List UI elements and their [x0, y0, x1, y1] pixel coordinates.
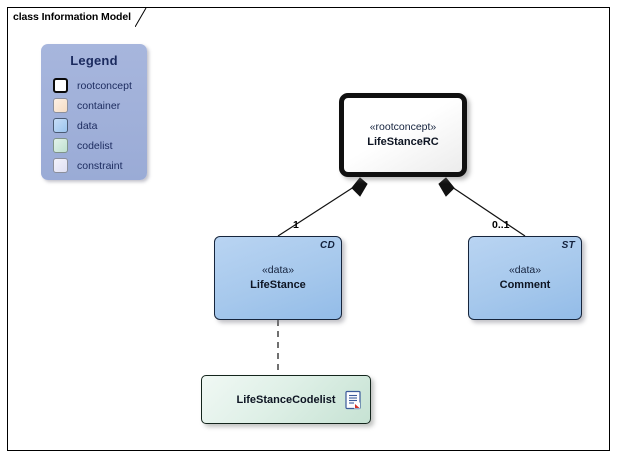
legend-swatch-constraint	[53, 158, 68, 173]
legend-panel: Legend rootconcept container data codeli…	[41, 44, 147, 180]
tab-slant-icon	[134, 7, 147, 27]
class-name-label: LifeStanceCodelist	[236, 393, 336, 406]
legend-label-codelist: codelist	[77, 139, 113, 152]
legend-item-data: data	[53, 116, 147, 135]
legend-label-rootconcept: rootconcept	[77, 79, 132, 92]
diagram-tab[interactable]: class Information Model	[7, 7, 157, 27]
stereotype-label: «data»	[508, 264, 542, 276]
legend-swatch-rootconcept	[53, 78, 68, 93]
diagram-tab-label: class Information Model	[13, 11, 131, 23]
stereotype-label: «rootconcept»	[369, 121, 437, 133]
legend-item-container: container	[53, 96, 147, 115]
document-icon	[345, 390, 361, 409]
corner-tag-cd: CD	[319, 240, 335, 251]
class-name-label: Comment	[499, 279, 551, 291]
legend-swatch-data	[53, 118, 68, 133]
class-name-label: LifeStanceRC	[367, 136, 439, 148]
legend-label-constraint: constraint	[77, 159, 123, 172]
legend-title: Legend	[70, 53, 118, 68]
multiplicity-root-lifestance: 1	[293, 219, 299, 231]
stereotype-label: «data»	[261, 264, 295, 276]
multiplicity-root-comment: 0..1	[492, 219, 510, 231]
class-node-lifestancecodelist[interactable]: LifeStanceCodelist	[201, 375, 371, 424]
class-name-label: LifeStance	[250, 279, 306, 291]
legend-swatch-container	[53, 98, 68, 113]
legend-swatch-codelist	[53, 138, 68, 153]
legend-item-rootconcept: rootconcept	[53, 76, 147, 95]
legend-list: rootconcept container data codelist cons…	[41, 76, 147, 175]
legend-label-data: data	[77, 119, 98, 132]
class-node-lifestance[interactable]: CD «data» LifeStance	[214, 236, 342, 320]
legend-label-container: container	[77, 99, 121, 112]
legend-item-codelist: codelist	[53, 136, 147, 155]
legend-item-constraint: constraint	[53, 156, 147, 175]
class-node-lifestancerc[interactable]: «rootconcept» LifeStanceRC	[339, 93, 467, 177]
class-node-comment[interactable]: ST «data» Comment	[468, 236, 582, 320]
corner-tag-st: ST	[561, 240, 575, 251]
